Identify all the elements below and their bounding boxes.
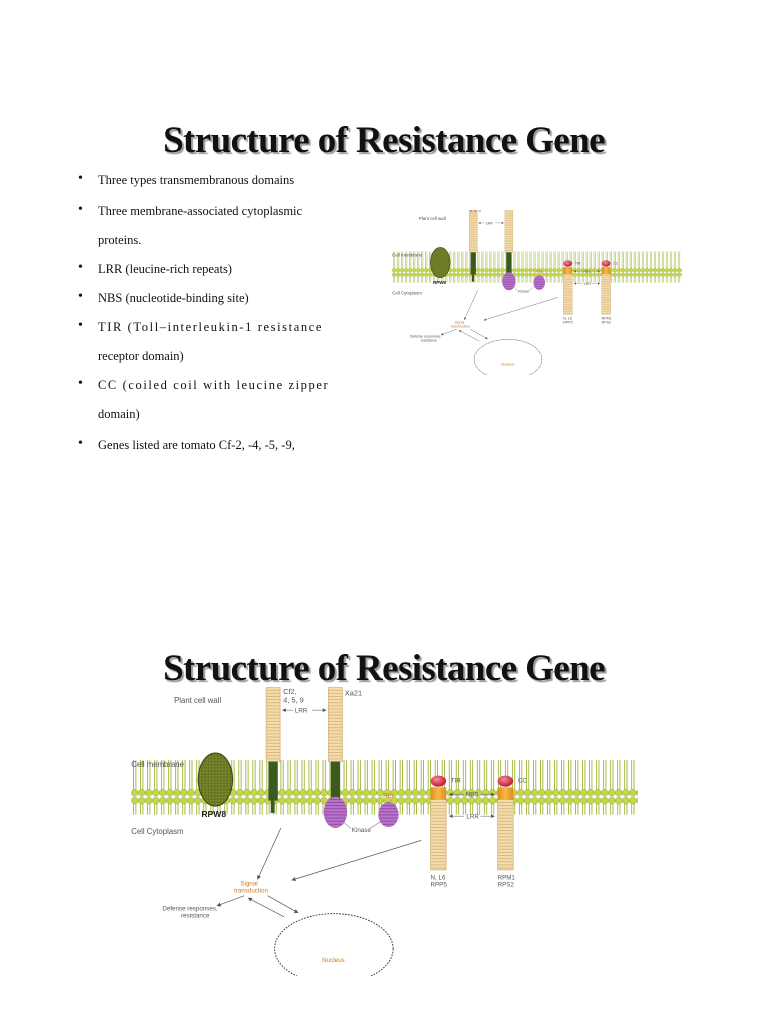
label-rps2: RPS2 xyxy=(498,881,515,888)
label-cf-numbers: 4, 5, 9 xyxy=(470,210,482,213)
label-rpp5: RPP5 xyxy=(563,321,572,325)
bullet-dot: • xyxy=(78,376,85,391)
label-rpp5: RPP5 xyxy=(431,881,448,888)
label-defense: Defense responses, xyxy=(410,335,442,339)
label-nbs: NBS xyxy=(583,269,591,273)
label-cell-membrane: Cell membrane xyxy=(392,252,423,257)
label-kinase: Kinase xyxy=(352,827,372,834)
label-nucleus: Nucleus xyxy=(322,957,344,964)
bullet-text: Three types transmembranous domains xyxy=(98,173,295,187)
resistance-gene-diagram-small: Plant cell wall Cell membrane Cell Cytop… xyxy=(392,210,682,375)
label-rpw8: RPW8 xyxy=(433,280,446,285)
bullet-item: • CC (coiled coil with leucine zipper xyxy=(78,371,334,400)
bullet-text: TIR (Toll–interleukin-1 resistance xyxy=(98,320,323,334)
label-pto: Pto xyxy=(536,268,543,273)
label-kinase: Kinase xyxy=(518,290,529,294)
label-lrr-top: LRR xyxy=(295,708,308,715)
label-tir: TIR xyxy=(451,778,462,785)
label-resistance: resistance xyxy=(421,339,437,343)
bullet-text: proteins. xyxy=(98,233,142,247)
bullet-text: CC (coiled coil with leucine zipper xyxy=(98,378,330,392)
label-n-l6: N, L6 xyxy=(431,874,446,881)
label-rps2: RPS2 xyxy=(602,321,611,325)
bullet-text: receptor domain) xyxy=(98,349,184,363)
label-defense: Defense responses, xyxy=(162,906,218,913)
label-cell-cytoplasm: Cell Cytoplasm xyxy=(392,291,422,296)
label-plant-cell-wall: Plant cell wall xyxy=(419,216,446,221)
label-tir: TIR xyxy=(575,261,581,265)
label-lrr-mid: LRR xyxy=(584,282,592,286)
label-nucleus: Nucleus xyxy=(501,363,514,367)
label-nbs: NBS xyxy=(466,792,479,799)
label-signal: Signal xyxy=(240,881,257,888)
bullet-dot: • xyxy=(78,260,83,275)
label-lrr-mid: LRR xyxy=(466,814,479,821)
bullet-item: • LRR (leucine-rich repeats) xyxy=(78,255,334,284)
bullet-item: • TIR (Toll–interleukin-1 resistance xyxy=(78,313,334,342)
label-cell-cytoplasm: Cell Cytoplasm xyxy=(131,827,183,836)
label-transduction: transduction xyxy=(234,888,268,895)
bullet-continuation: domain) xyxy=(78,400,334,429)
label-cc: CC xyxy=(518,778,527,785)
bullet-dot: • xyxy=(78,171,83,186)
resistance-gene-diagram-large: Plant cell wall Cell membrane Cell Cytop… xyxy=(126,687,640,976)
bullet-text: domain) xyxy=(98,407,140,421)
bullet-item: • Three membrane-associated cytoplasmic xyxy=(78,197,334,226)
bullet-item: • Three types transmembranous domains xyxy=(78,166,334,195)
bullet-dot: • xyxy=(78,436,83,451)
bullet-item: • Genes listed are tomato Cf-2, -4, -5, -… xyxy=(78,431,334,460)
slide1-title: Structure of Resistance Gene xyxy=(163,120,605,161)
label-plant-cell-wall: Plant cell wall xyxy=(174,696,221,705)
label-lrr-top: LRR xyxy=(486,221,494,225)
label-cf-numbers: 4, 5, 9 xyxy=(283,695,304,704)
bullet-text: LRR (leucine-rich repeats) xyxy=(98,262,232,276)
label-xa21: Xa21 xyxy=(345,688,362,697)
label-pto: Pto xyxy=(383,793,394,800)
bullet-continuation: receptor domain) xyxy=(78,342,334,371)
bullet-dot: • xyxy=(78,202,83,217)
bullet-text: Genes listed are tomato Cf-2, -4, -5, -9… xyxy=(98,438,295,452)
label-transduction: transduction xyxy=(451,324,470,328)
label-signal: Signal xyxy=(455,320,465,324)
label-rpm1: RPM1 xyxy=(602,317,612,321)
bullet-list: • Three types transmembranous domains • Th… xyxy=(78,166,334,460)
bullet-item: • NBS (nucleotide-binding site) xyxy=(78,284,334,313)
label-rpw8: RPW8 xyxy=(201,809,226,819)
label-n-l6: N, L6 xyxy=(563,317,572,321)
label-cell-membrane: Cell membrane xyxy=(131,760,184,769)
bullet-dot: • xyxy=(78,289,83,304)
bullet-dot: • xyxy=(78,318,85,333)
slide2-title: Structure of Resistance Gene xyxy=(163,648,605,689)
bullet-continuation: proteins. xyxy=(78,226,334,255)
label-cc: CC xyxy=(613,261,619,265)
bullet-text: Three membrane-associated cytoplasmic xyxy=(98,204,303,218)
label-cf: Cf2, xyxy=(283,687,297,696)
label-resistance: resistance xyxy=(181,913,210,920)
bullet-text: NBS (nucleotide-binding site) xyxy=(98,291,249,305)
label-rpm1: RPM1 xyxy=(498,874,516,881)
